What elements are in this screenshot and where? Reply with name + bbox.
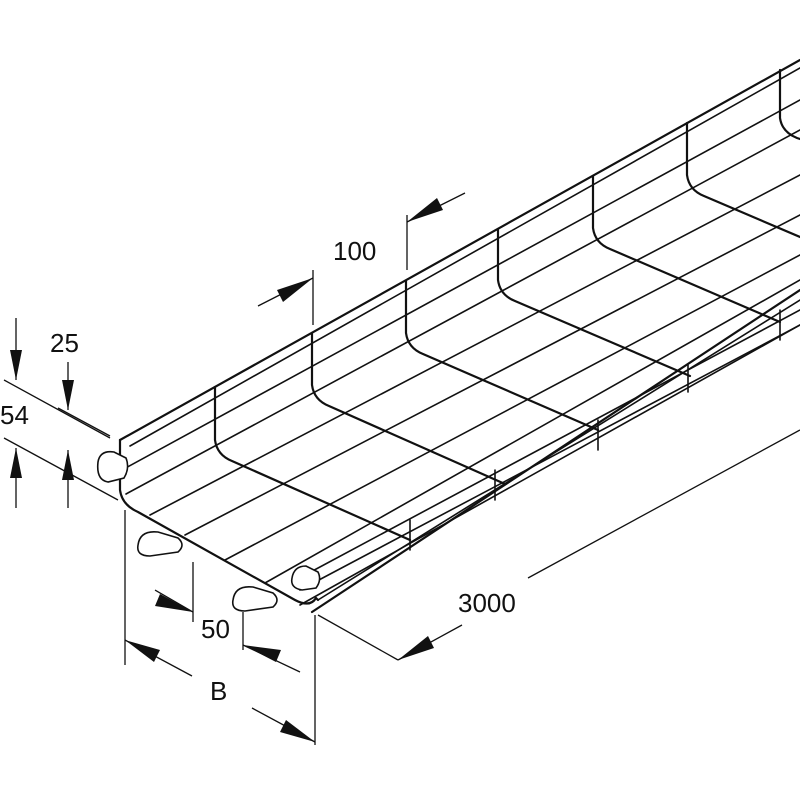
bottom-wire-4: [264, 279, 800, 584]
dimension-heights: 25 54: [0, 318, 119, 508]
arrow-b-left: [125, 640, 160, 662]
cross-wire-4: [496, 227, 692, 378]
cross-wire-3: [404, 279, 600, 432]
bottom-wire-3: [224, 254, 800, 561]
cross-wire-5: [591, 174, 782, 324]
right-dropper-1: [409, 309, 781, 551]
arrow-50-left: [155, 594, 193, 612]
front-cross-wire: [118, 438, 320, 605]
label-100: 100: [333, 236, 376, 266]
extension-line-54-top: [3, 379, 111, 439]
top-rail-left-inner: [129, 67, 800, 447]
side-wire-right-1: [299, 324, 800, 591]
arrow-50-right: [243, 645, 281, 662]
label-54: 54: [0, 400, 29, 430]
arrow-25-bottom: [62, 450, 74, 480]
arrow-3000-left: [398, 636, 434, 660]
cross-wire-7: [778, 68, 800, 141]
dim-line-3000-right: [527, 429, 800, 579]
side-wire-left-2: [125, 129, 800, 495]
cross-wire-1: [213, 385, 412, 542]
bottom-wire-5: [299, 324, 800, 606]
dimension-bottom-spacing: 50: [154, 562, 301, 673]
arrow-100-right: [407, 198, 443, 222]
arrow-100-left: [277, 278, 313, 302]
cross-wire-6: [685, 121, 800, 239]
cross-wire-2: [310, 331, 507, 486]
arrow-25-top: [62, 380, 74, 410]
arrow-b-right: [280, 720, 315, 742]
clip-right: [231, 585, 278, 612]
arrow-54-bottom: [10, 448, 22, 478]
label-b: B: [210, 676, 227, 706]
cable-tray: [96, 58, 800, 614]
clip-left: [136, 530, 183, 557]
extension-line-25-top: [57, 407, 111, 437]
label-50: 50: [201, 614, 230, 644]
bottom-wire-1: [149, 174, 800, 516]
dimension-width: B: [124, 510, 316, 745]
arrow-54-top: [10, 350, 22, 380]
end-clip: [96, 450, 129, 483]
bottom-wire-2: [184, 214, 800, 536]
label-25: 25: [50, 328, 79, 358]
dim-line-50-left: [154, 589, 194, 613]
side-clip: [290, 565, 321, 591]
side-wire-left-1: [121, 99, 800, 471]
extension-line-3000: [317, 614, 399, 661]
side-wire-right-2: [304, 309, 800, 576]
label-3000: 3000: [458, 588, 516, 618]
extension-line-bottom: [3, 437, 119, 501]
dimension-length: 3000: [317, 429, 800, 661]
dimension-mesh-pitch: 100: [257, 192, 466, 325]
